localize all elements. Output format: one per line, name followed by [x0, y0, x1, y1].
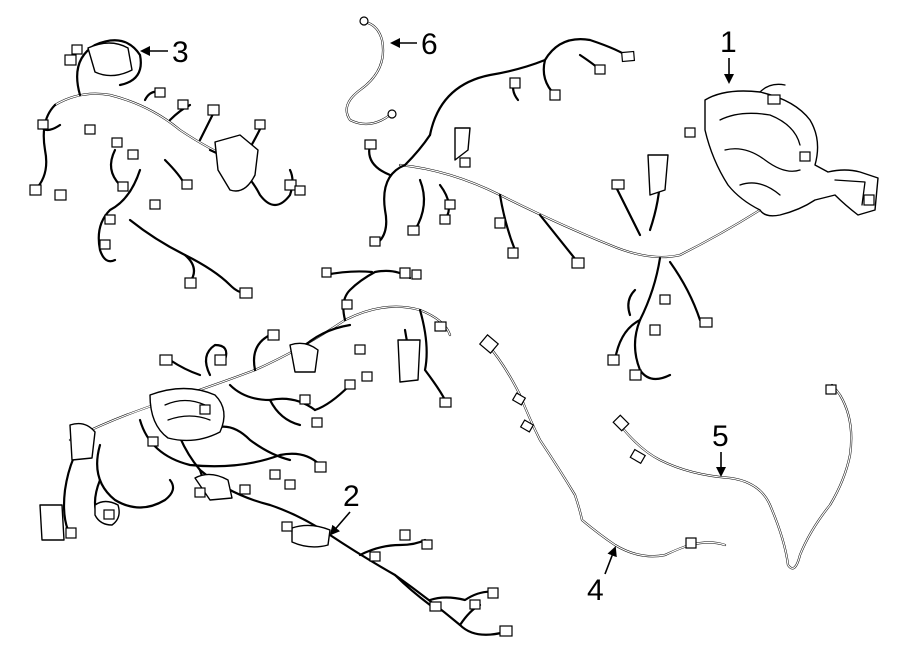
callout-label-5: 5: [712, 420, 729, 453]
callout-2: 2: [329, 480, 360, 536]
callout-6: 6: [390, 28, 438, 61]
callout-1: 1: [720, 26, 737, 84]
harness-part-3: [29, 39, 306, 299]
callout-label-1: 1: [720, 26, 737, 59]
callout-3: 3: [140, 36, 189, 69]
callout-label-4: 4: [587, 574, 604, 607]
harness-part-5: [612, 383, 853, 570]
callout-label-3: 3: [172, 36, 189, 69]
callout-5: 5: [712, 420, 729, 477]
callout-label-2: 2: [343, 480, 360, 513]
callout-4: 4: [587, 546, 617, 607]
harness-part-4: [478, 334, 727, 558]
harness-part-2: [39, 267, 513, 637]
harness-part-6: [345, 16, 397, 126]
callout-label-6: 6: [421, 28, 438, 61]
harness-part-1: [364, 38, 879, 381]
